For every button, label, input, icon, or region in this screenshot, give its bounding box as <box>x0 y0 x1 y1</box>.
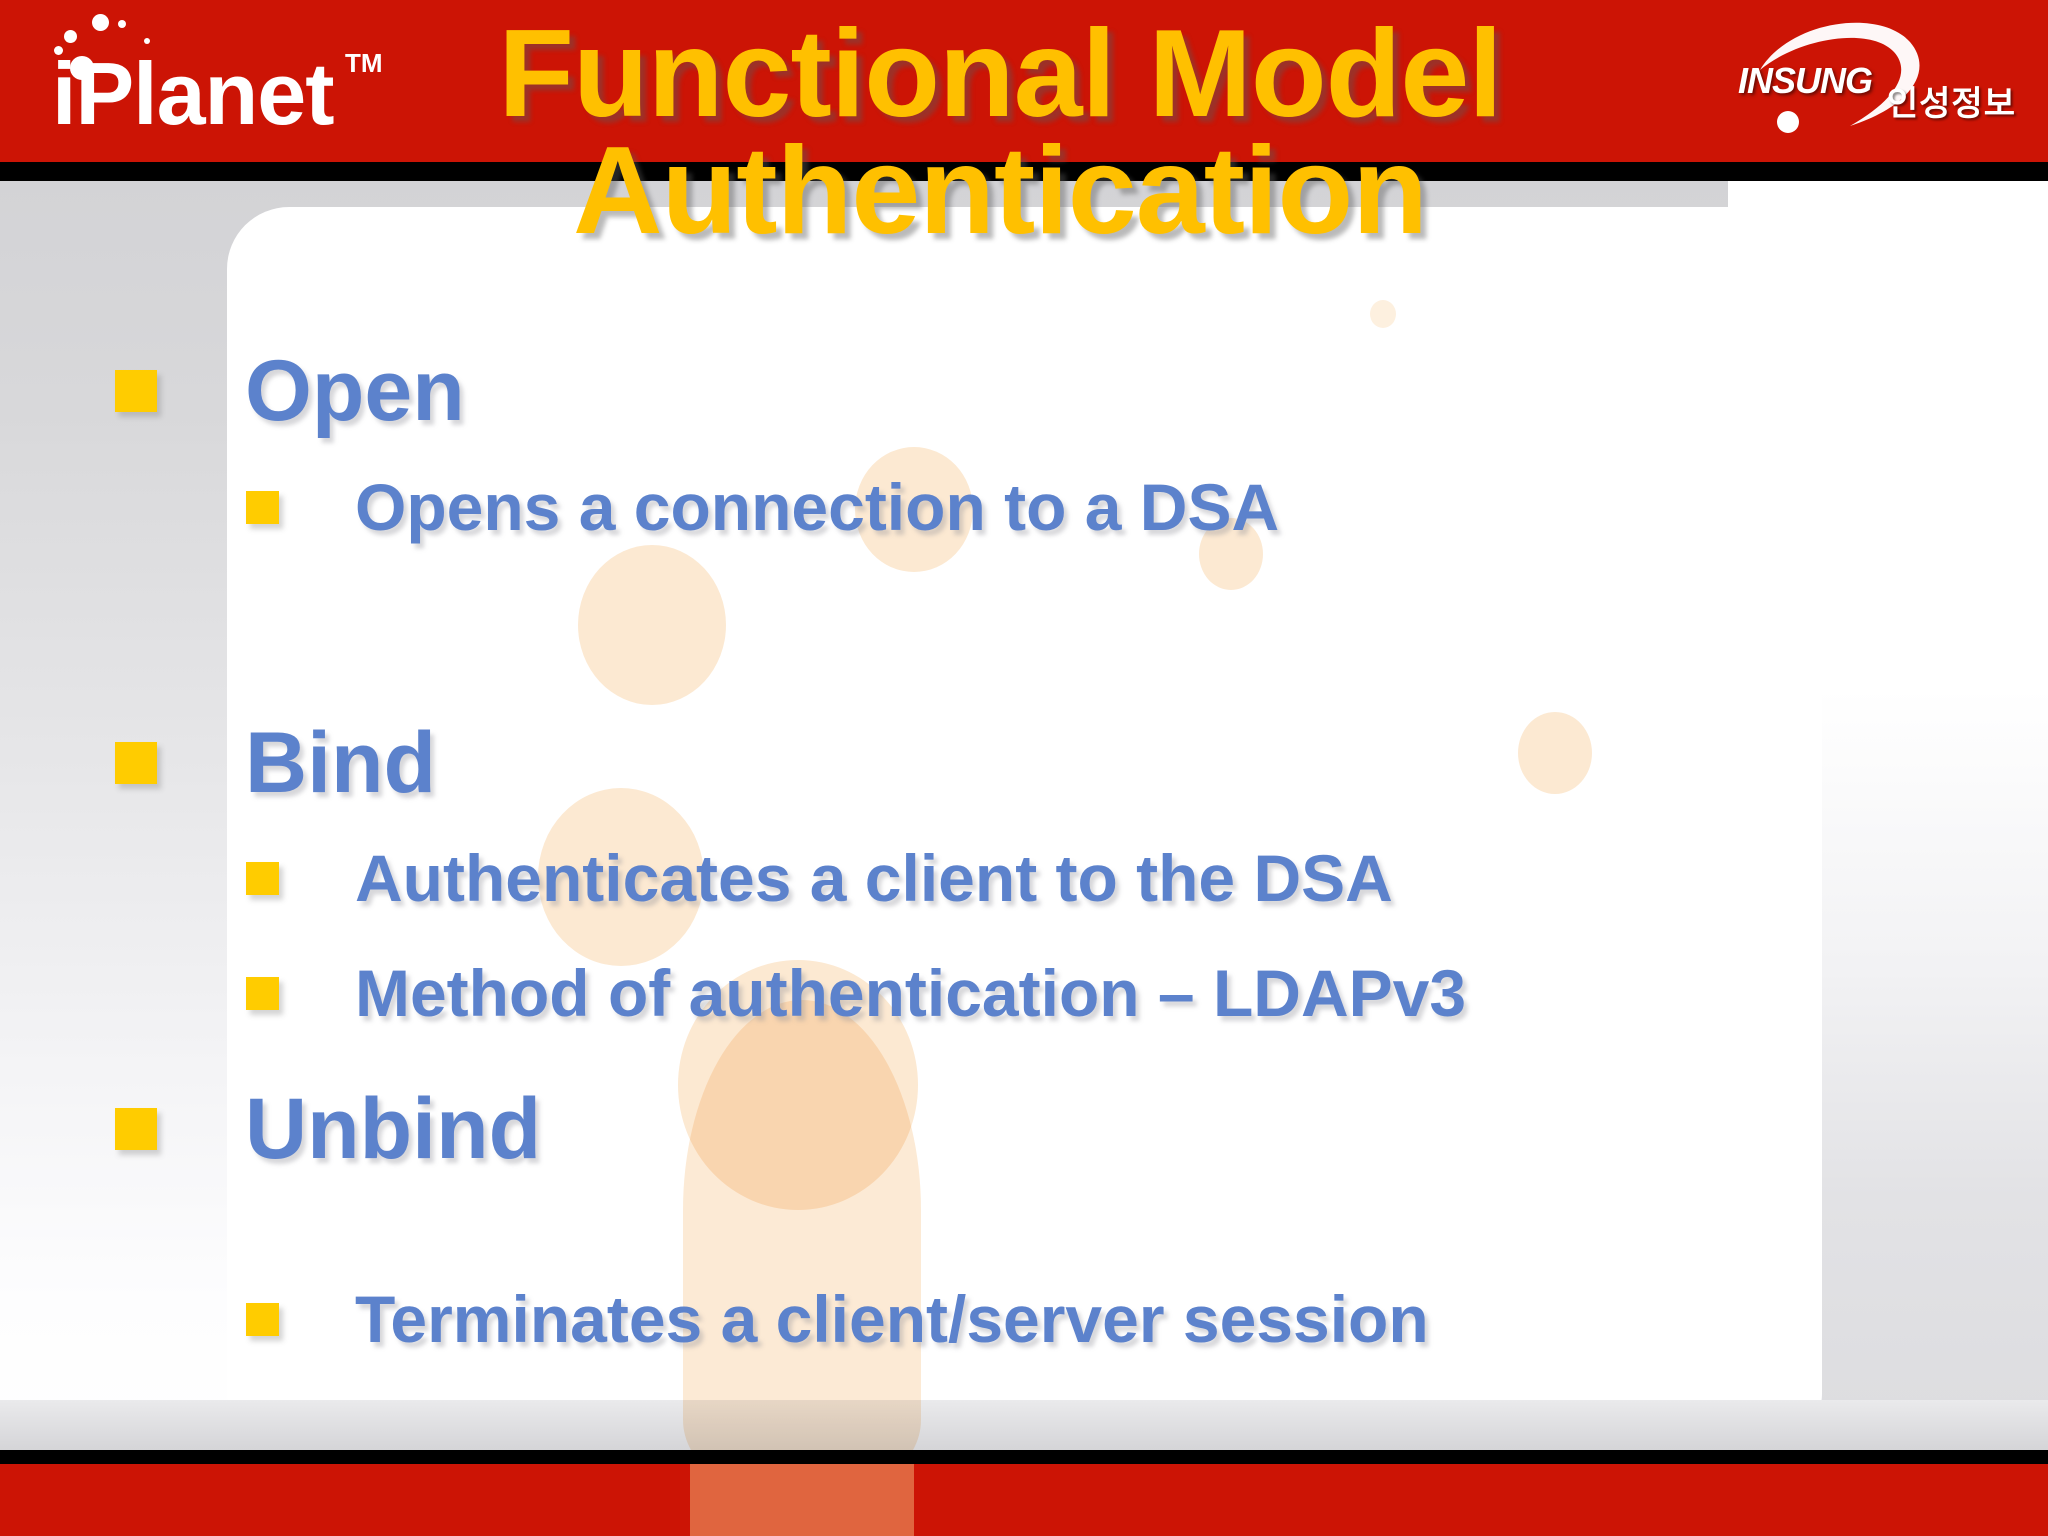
trademark-symbol: TM <box>345 48 383 78</box>
iplanet-wordmark: iPlanet <box>52 44 335 143</box>
bullet-square-icon <box>115 1108 157 1150</box>
header-divider-rule <box>0 162 2048 181</box>
bullet-label: Bind <box>245 715 437 811</box>
iplanet-logo: iPlanet TM <box>40 8 400 158</box>
bullet-item-bind[interactable]: Bind <box>115 720 436 806</box>
logo-dot-icon <box>118 20 126 28</box>
bullet-square-icon <box>246 976 279 1010</box>
bullet-item-opens-connection[interactable]: Opens a connection to a DSA <box>246 474 1279 540</box>
slide-title: Functional Model Authentication <box>330 5 1670 260</box>
insung-korean-name: 인성정보 <box>1886 84 2016 124</box>
insung-swoosh-icon <box>1760 22 1920 133</box>
decorative-circle <box>538 788 704 966</box>
bullet-square-icon <box>115 742 157 784</box>
decorative-circle-overflow <box>683 1000 921 1500</box>
bullet-square-icon <box>246 1302 279 1336</box>
decorative-circle-footer-tint <box>690 1464 914 1536</box>
bullet-label: Open <box>245 343 465 439</box>
bullet-label: Terminates a client/server session <box>355 1282 1429 1356</box>
logo-dot-icon <box>64 30 77 43</box>
bullet-label: Method of authentication – LDAPv3 <box>355 956 1467 1030</box>
logo-dot-icon <box>70 56 94 80</box>
slide-title-line-1: Functional Model <box>498 5 1503 143</box>
bullet-item-unbind[interactable]: Unbind <box>115 1086 541 1172</box>
bullet-label: Opens a connection to a DSA <box>355 470 1280 544</box>
logo-dot-icon <box>92 14 109 31</box>
decorative-circle <box>578 545 726 705</box>
footer-divider-rule <box>0 1450 2048 1464</box>
logo-dot-icon <box>144 38 150 44</box>
decorative-circle <box>855 447 973 572</box>
bullet-square-icon <box>246 490 279 524</box>
bullet-item-method-of-authentication[interactable]: Method of authentication – LDAPv3 <box>246 960 1466 1026</box>
bullet-square-icon <box>115 370 157 412</box>
bullet-label: Unbind <box>245 1081 542 1177</box>
bullet-square-icon <box>246 861 279 895</box>
decorative-circle <box>1199 518 1263 590</box>
header-bar <box>0 0 2048 162</box>
slide-title-line-2: Authentication <box>573 121 1428 260</box>
insung-logo: INSUNG 인성정보 <box>1720 14 2020 144</box>
bullet-item-terminates-session[interactable]: Terminates a client/server session <box>246 1286 1429 1352</box>
footer-bar <box>0 1464 2048 1536</box>
decorative-circle <box>1370 300 1396 328</box>
decorative-circle <box>1518 712 1592 794</box>
bullet-label: Authenticates a client to the DSA <box>355 841 1393 915</box>
footer-gray-strip <box>0 1400 2048 1452</box>
insung-wordmark: INSUNG <box>1738 60 1873 101</box>
bullet-item-open[interactable]: Open <box>115 348 465 434</box>
content-panel <box>227 207 1822 1455</box>
logo-dot-icon <box>54 46 63 55</box>
bullet-item-authenticates-client[interactable]: Authenticates a client to the DSA <box>246 845 1393 911</box>
